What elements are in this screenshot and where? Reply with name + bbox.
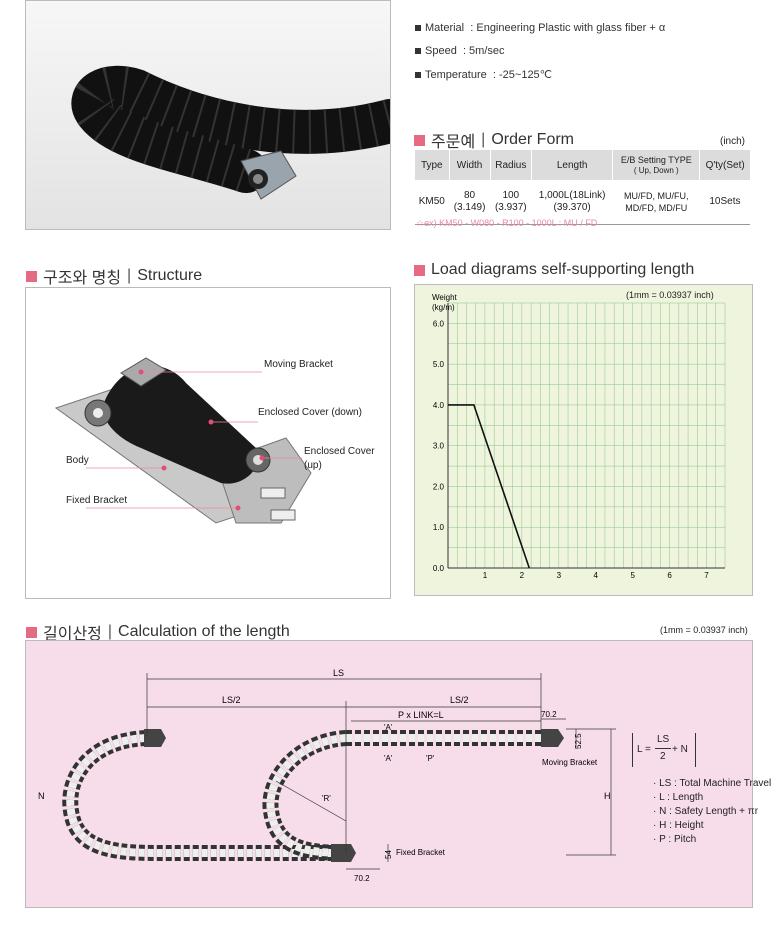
- formula-plus-n: + N: [672, 744, 688, 755]
- label-fixed-bracket-calc: Fixed Bracket: [396, 848, 446, 857]
- formula-l: L =: [637, 744, 651, 755]
- label-body: Body: [66, 455, 89, 466]
- y-tick-label: 0.0: [433, 564, 445, 573]
- label-enclosed-cover-up: Enclosed Cover: [304, 446, 375, 457]
- calc-title: 길이산정|Calculation of the length: [26, 620, 290, 644]
- product-photo: [25, 0, 391, 230]
- dim-54: 54: [384, 850, 393, 859]
- x-tick-label: 2: [520, 571, 525, 580]
- col-qty: Q'ty(Set): [699, 150, 750, 180]
- label-moving-bracket-calc: Moving Bracket: [542, 758, 598, 767]
- spec-speed: Speed : 5m/sec: [415, 45, 505, 57]
- dim-ls-half-left: LS/2: [222, 695, 241, 705]
- y-tick-label: 1.0: [433, 523, 445, 532]
- order-form-title: 주문예|Order Form: [414, 128, 574, 152]
- dim-a-bottom: 'A': [384, 754, 393, 763]
- legend-h: · H : Height: [653, 820, 704, 831]
- y-tick-label: 5.0: [433, 360, 445, 369]
- dim-70-bottom: 70.2: [354, 874, 370, 883]
- dim-ls: LS: [333, 668, 344, 678]
- label-fixed-bracket: Fixed Bracket: [66, 495, 128, 506]
- dim-p: 'P': [426, 754, 435, 763]
- dim-70-top: 70.2: [541, 710, 557, 719]
- dim-n: N: [38, 791, 45, 801]
- x-tick-label: 1: [483, 571, 488, 580]
- formula-fraction-bar: [655, 748, 671, 749]
- load-chart: Weight (kg/m) 1 2 3 4 5 6 7 0.0 1.0 2.0 3.0 4.0 5.0 6…: [432, 293, 726, 580]
- legend-ls: · LS : Total Machine Travel: [653, 778, 772, 789]
- load-series-line: [448, 404, 531, 569]
- order-form-unit: (inch): [720, 136, 746, 147]
- calc-box: LS LS/2 LS/2 P x LINK=L 'A' 'A' 'P' 'R' …: [25, 640, 771, 908]
- spec-temperature: Temperature : -25~125℃: [415, 68, 552, 81]
- col-setting: E/B Setting TYPE( Up, Down ): [612, 150, 700, 180]
- y-axis-label-line2: (kg/m): [432, 303, 455, 312]
- col-type: Type: [414, 150, 450, 180]
- dim-h: H: [604, 791, 611, 801]
- x-tick-label: 7: [704, 571, 709, 580]
- y-axis-label-line1: Weight: [432, 293, 458, 302]
- moving-bracket-shape: [541, 729, 564, 747]
- label-enclosed-cover-up-2: (up): [304, 460, 322, 471]
- dim-p-link: P x LINK=L: [398, 710, 444, 720]
- formula-ls: LS: [657, 734, 670, 745]
- cell-type: KM50: [414, 180, 450, 225]
- order-example: ☆ex) KM50 - W080 - R100 - 1000L : MU / F…: [416, 218, 598, 228]
- x-tick-label: 3: [557, 571, 562, 580]
- cell-length: 1,000L(18Link)(39.370): [531, 180, 613, 225]
- dim-r: 'R': [322, 794, 331, 803]
- order-header-row: Type Width Radius Length E/B Setting TYP…: [414, 150, 750, 180]
- cell-radius: 100(3.937): [490, 180, 532, 225]
- label-enclosed-cover-down: Enclosed Cover (down): [258, 407, 362, 418]
- cell-qty: 10Sets: [699, 180, 750, 225]
- legend-l: · L : Length: [653, 792, 704, 803]
- col-length: Length: [531, 150, 613, 180]
- structure-box: Moving Bracket Enclosed Cover (down) Enc…: [25, 287, 391, 599]
- cell-width: 80(3.149): [449, 180, 491, 225]
- cable-chain-photo: [71, 65, 390, 200]
- y-tick-label: 2.0: [433, 482, 445, 491]
- order-row: KM50 80(3.149) 100(3.937) 1,000L(18Link)…: [414, 180, 750, 225]
- cell-setting: MU/FD, MU/FU,MD/FD, MD/FU: [612, 180, 700, 225]
- spec-material: Material : Engineering Plastic with glas…: [415, 22, 665, 34]
- fixed-bracket-shape: [331, 844, 356, 862]
- legend-p: · P : Pitch: [653, 834, 697, 845]
- x-tick-label: 6: [667, 571, 672, 580]
- load-diagram-title: Load diagrams self-supporting length: [414, 261, 694, 279]
- label-moving-bracket: Moving Bracket: [264, 359, 333, 370]
- order-table: Type Width Radius Length E/B Setting TYP…: [414, 150, 750, 225]
- chain-left-loop: [62, 730, 336, 861]
- calc-unit-note: (1mm = 0.03937 inch): [660, 625, 748, 635]
- dim-ls-half-right: LS/2: [450, 695, 469, 705]
- load-diagram-box: (1mm = 0.03937 inch) Weight (kg/m) 1 2 3 4 5…: [414, 284, 753, 596]
- x-tick-label: 4: [594, 571, 599, 580]
- calc-diagram: LS LS/2 LS/2 P x LINK=L 'A' 'A' 'P' 'R' …: [38, 668, 616, 883]
- col-radius: Radius: [489, 150, 532, 180]
- y-tick-label: 3.0: [433, 442, 445, 451]
- load-unit-note: (1mm = 0.03937 inch): [626, 290, 714, 300]
- legend-n: · N : Safety Length + πr: [653, 806, 759, 817]
- length-formula: L = LS 2 + N: [632, 733, 696, 767]
- x-tick-label: 5: [630, 571, 635, 580]
- y-tick-label: 6.0: [433, 319, 445, 328]
- dim-52: 52.5: [574, 733, 583, 749]
- formula-two: 2: [660, 751, 666, 762]
- dim-a-top: 'A': [384, 723, 393, 732]
- col-width: Width: [448, 150, 491, 180]
- y-tick-label: 4.0: [433, 401, 445, 410]
- structure-illustration: [54, 357, 312, 524]
- structure-title: 구조와 명칭|Structure: [26, 264, 202, 288]
